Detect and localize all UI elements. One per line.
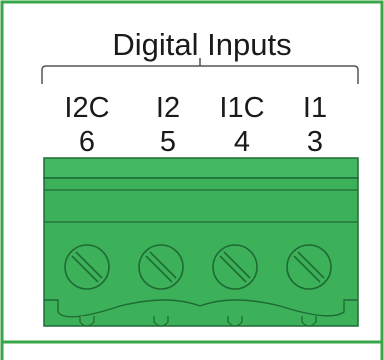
wire-entry: [79, 316, 95, 327]
terminal-name: I1: [303, 92, 327, 124]
wire-entry: [227, 316, 243, 327]
screw-terminal: [64, 244, 110, 290]
terminal-number: 6: [79, 126, 95, 158]
terminal-block-connector: [43, 157, 359, 327]
terminal-name: I1C: [219, 92, 264, 124]
wire-entry: [301, 316, 317, 327]
terminal-number: 5: [160, 126, 176, 158]
terminal-name: I2: [156, 92, 180, 124]
terminal-number: 4: [234, 126, 250, 158]
connector-contour: [44, 299, 358, 318]
screw-terminal: [286, 244, 332, 290]
group-bracket: [41, 58, 359, 84]
terminal-name: I2C: [64, 92, 109, 124]
connector-top-rail: [43, 157, 359, 179]
screw-terminal: [138, 244, 184, 290]
terminal-number: 3: [307, 126, 323, 158]
screw-terminal: [212, 244, 258, 290]
wire-entry: [153, 316, 169, 327]
diagram-title: Digital Inputs: [112, 27, 291, 62]
